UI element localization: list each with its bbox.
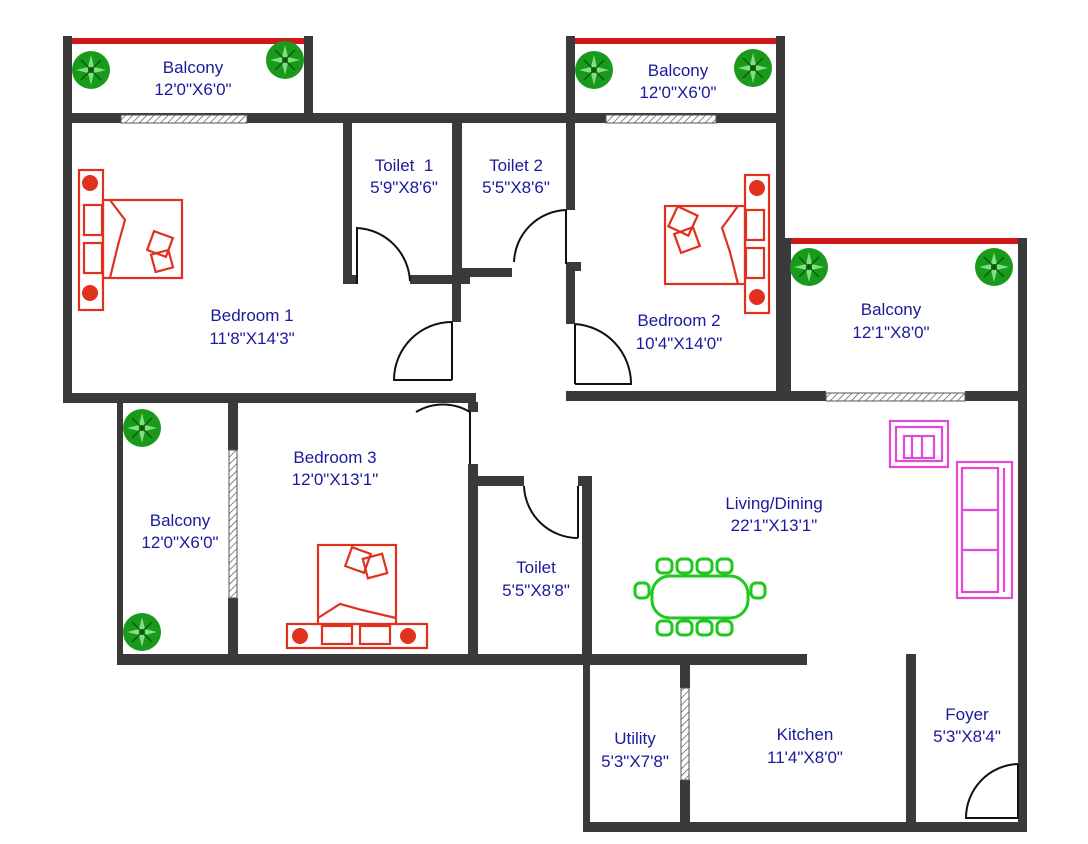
room-balcony-top-left: Balcony 12'0"X6'0"	[154, 58, 231, 99]
room-name: Utility	[614, 729, 656, 748]
plant-icon	[733, 48, 773, 88]
room-toilet-2: Toilet 2 5'5"X8'6"	[482, 156, 550, 197]
room-name: Bedroom 2	[637, 311, 720, 330]
room-size: 12'0"X6'0"	[639, 83, 716, 102]
plant-icon	[574, 50, 614, 90]
room-toilet-3: Toilet 5'5"X8'8"	[502, 558, 570, 600]
room-size: 12'0"X6'0"	[141, 533, 218, 552]
bed-icon	[77, 168, 184, 312]
sofa-icon	[955, 460, 1014, 600]
room-size: 12'1"X8'0"	[852, 323, 929, 342]
room-size: 11'8"X14'3"	[209, 329, 294, 348]
room-size: 22'1"X13'1"	[731, 516, 818, 535]
room-toilet-1: Toilet 1 5'9"X8'6"	[370, 156, 438, 197]
room-name: Balcony	[648, 61, 709, 80]
room-name: Living/Dining	[725, 494, 822, 513]
room-bedroom-3: Bedroom 3 12'0"X13'1"	[292, 448, 379, 489]
plant-icon	[122, 408, 162, 448]
room-name: Balcony	[861, 300, 922, 319]
room-balcony-left: Balcony 12'0"X6'0"	[141, 511, 218, 552]
plant-icon	[974, 247, 1014, 287]
room-balcony-top-right: Balcony 12'0"X6'0"	[639, 61, 716, 102]
room-bedroom-2: Bedroom 2 10'4"X14'0"	[636, 311, 723, 353]
room-bedroom-1: Bedroom 1 11'8"X14'3"	[209, 306, 294, 348]
room-size: 5'3"X8'4"	[933, 727, 1001, 746]
room-balcony-right: Balcony 12'1"X8'0"	[852, 300, 929, 342]
plant-icon	[122, 612, 162, 652]
room-name: Bedroom 1	[210, 306, 293, 325]
walls	[63, 36, 1027, 832]
room-size: 5'9"X8'6"	[370, 178, 438, 197]
room-size: 12'0"X6'0"	[154, 80, 231, 99]
armchair-icon	[888, 419, 950, 469]
room-name: Bedroom 3	[293, 448, 376, 467]
room-name: Toilet 1	[375, 156, 434, 175]
room-size: 5'5"X8'6"	[482, 178, 550, 197]
room-size: 5'3"X7'8"	[601, 752, 669, 771]
doors	[356, 209, 1019, 819]
room-kitchen: Kitchen 11'4"X8'0"	[767, 725, 843, 767]
room-size: 11'4"X8'0"	[767, 748, 843, 767]
plant-icon	[71, 50, 111, 90]
room-name: Balcony	[150, 511, 211, 530]
room-utility: Utility 5'3"X7'8"	[601, 729, 669, 771]
windows	[120, 114, 966, 781]
bed-icon	[285, 543, 429, 650]
plant-icon	[789, 247, 829, 287]
room-size: 12'0"X13'1"	[292, 470, 379, 489]
room-name: Toilet 2	[489, 156, 543, 175]
room-name: Kitchen	[777, 725, 834, 744]
balcony-railings	[70, 38, 1020, 828]
room-name: Toilet	[516, 558, 556, 577]
room-living-dining: Living/Dining 22'1"X13'1"	[725, 494, 822, 535]
room-name: Balcony	[163, 58, 224, 77]
room-size: 5'5"X8'8"	[502, 581, 570, 600]
plant-icon	[265, 40, 305, 80]
room-size: 10'4"X14'0"	[636, 334, 723, 353]
bed-icon	[663, 173, 771, 315]
room-foyer: Foyer 5'3"X8'4"	[933, 705, 1001, 746]
dining-table-icon	[633, 557, 767, 637]
room-name: Foyer	[945, 705, 989, 724]
